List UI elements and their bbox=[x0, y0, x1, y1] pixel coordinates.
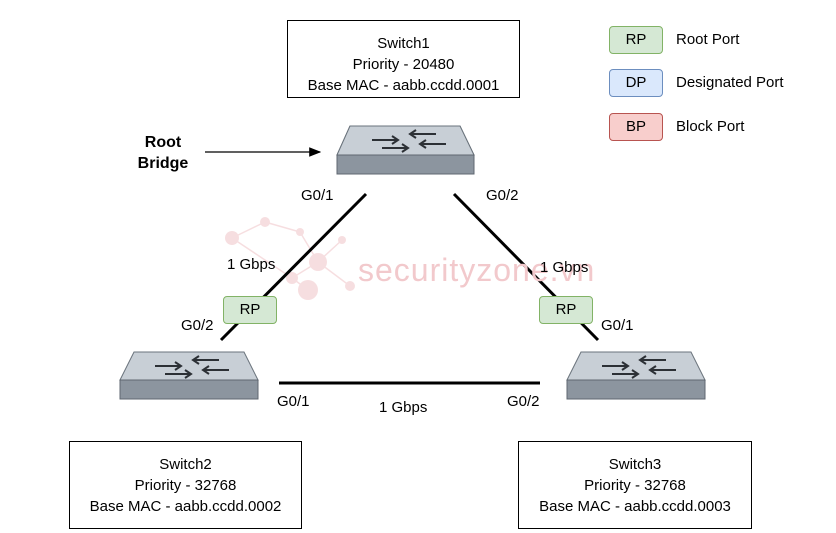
watermark-text: securityzone.vn bbox=[358, 252, 596, 288]
switch2-info-box: Switch2 Priority - 32768 Base MAC - aabb… bbox=[69, 441, 302, 529]
switch2-name: Switch2 bbox=[159, 456, 212, 473]
legend-bp-label: Block Port bbox=[676, 118, 745, 135]
switch3-priority: Priority - 32768 bbox=[584, 477, 686, 494]
switch2-mac: Base MAC - aabb.ccdd.0002 bbox=[89, 498, 282, 515]
sw3-root-port-badge: RP bbox=[539, 296, 593, 324]
link-sw1-sw3-speed: 1 Gbps bbox=[540, 259, 589, 276]
sw2-root-port-badge: RP bbox=[223, 296, 277, 324]
switch2-priority: Priority - 32768 bbox=[134, 477, 237, 494]
switch3-info-box: Switch3 Priority - 32768 Base MAC - aabb… bbox=[518, 441, 752, 529]
switch3-name: Switch3 bbox=[608, 456, 662, 473]
root-bridge-line1: Root bbox=[144, 134, 182, 151]
sw1-port-to-sw3: G0/2 bbox=[486, 187, 519, 204]
legend-rp-badge: RP bbox=[609, 26, 663, 54]
root-bridge-line2: Bridge bbox=[137, 155, 189, 172]
sw3-port-to-sw2: G0/2 bbox=[507, 393, 540, 410]
legend-bp-badge: BP bbox=[609, 113, 663, 141]
watermark-logo bbox=[225, 217, 355, 300]
switch1-info-box: Switch1 Priority - 20480 Base MAC - aabb… bbox=[287, 20, 520, 98]
root-bridge-label: Root Bridge bbox=[128, 132, 198, 174]
legend-dp-label: Designated Port bbox=[676, 74, 784, 91]
switch1-mac: Base MAC - aabb.ccdd.0001 bbox=[307, 77, 500, 94]
link-sw2-sw3-speed: 1 Gbps bbox=[379, 399, 428, 416]
switch3-mac: Base MAC - aabb.ccdd.0003 bbox=[539, 498, 731, 515]
sw2-port-to-sw1: G0/2 bbox=[181, 317, 214, 334]
switch1-name: Switch1 bbox=[377, 35, 430, 52]
link-sw1-sw2-speed: 1 Gbps bbox=[227, 256, 276, 273]
sw3-port-to-sw1: G0/1 bbox=[601, 317, 634, 334]
legend-rp-label: Root Port bbox=[676, 31, 740, 48]
sw1-port-to-sw2: G0/1 bbox=[301, 187, 334, 204]
switch2-icon bbox=[119, 351, 259, 400]
switch1-priority: Priority - 20480 bbox=[352, 56, 455, 73]
switch3-icon bbox=[566, 351, 706, 400]
legend-dp-badge: DP bbox=[609, 69, 663, 97]
sw2-port-to-sw3: G0/1 bbox=[277, 393, 310, 410]
switch1-icon bbox=[336, 125, 475, 175]
